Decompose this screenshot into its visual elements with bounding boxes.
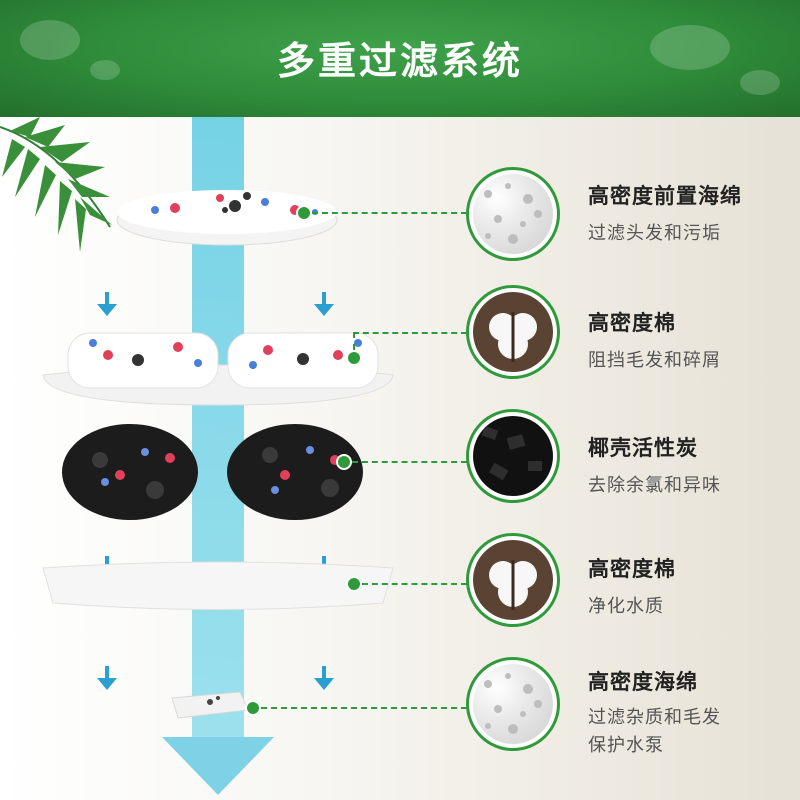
- connector-dot: [245, 700, 261, 716]
- connector-line: [353, 332, 467, 334]
- feature-title: 高密度前置海绵: [588, 184, 742, 208]
- feature-title: 高密度棉: [588, 557, 676, 581]
- feature-label-cotton-2: 高密度棉 净化水质: [588, 553, 676, 621]
- connector-dot: [346, 350, 362, 366]
- feature-desc: 去除余氯和异味: [588, 475, 721, 496]
- water-splash-decoration: [740, 70, 780, 95]
- cotton-boll-icon: [466, 533, 560, 627]
- charcoal-layer: [62, 424, 363, 520]
- feature-label-cotton-1: 高密度棉 阻挡毛发和碎屑: [588, 307, 721, 375]
- cotton-boll-icon: [466, 285, 560, 379]
- feature-title: 高密度海绵: [588, 670, 698, 694]
- water-splash-decoration: [20, 20, 80, 60]
- water-splash-decoration: [650, 25, 730, 70]
- sponge-texture-icon: [466, 167, 560, 261]
- sponge-texture-icon: [466, 657, 560, 751]
- feature-label-sponge: 高密度海绵 过滤杂质和毛发 保护水泵: [588, 666, 721, 760]
- down-arrow-icon: [314, 666, 334, 690]
- down-arrow-icon: [314, 292, 334, 316]
- feature-desc: 净化水质: [588, 596, 664, 617]
- connector-line: [312, 212, 467, 214]
- connector-line: [353, 332, 355, 350]
- connector-dot: [296, 205, 312, 221]
- cotton-sheet-layer: [42, 561, 394, 610]
- feature-desc: 过滤头发和污垢: [588, 223, 721, 244]
- water-splash-decoration: [90, 60, 120, 80]
- feature-title: 椰壳活性炭: [588, 436, 698, 460]
- feature-title: 高密度棉: [588, 311, 676, 335]
- connector-dot: [336, 454, 352, 470]
- feature-desc-line2: 保护水泵: [588, 735, 664, 756]
- down-arrow-icon: [97, 666, 117, 690]
- small-sponge-layer: [171, 691, 249, 719]
- cotton-pad-layer: [42, 332, 394, 406]
- feature-label-charcoal: 椰壳活性炭 去除余氯和异味: [588, 432, 721, 500]
- charcoal-granules-icon: [466, 409, 560, 503]
- connector-line: [261, 707, 467, 709]
- connector-line: [352, 461, 467, 463]
- header-banner: 多重过滤系统: [0, 0, 800, 117]
- connector-dot: [346, 576, 362, 592]
- page-title: 多重过滤系统: [276, 39, 523, 83]
- feature-desc: 过滤杂质和毛发: [588, 707, 721, 728]
- water-flow-arrow-head: [162, 737, 274, 795]
- connector-line: [362, 583, 467, 585]
- front-sponge-layer: [116, 190, 338, 246]
- down-arrow-icon: [97, 292, 117, 316]
- feature-label-front-sponge: 高密度前置海绵 过滤头发和污垢: [588, 180, 742, 248]
- feature-desc: 阻挡毛发和碎屑: [588, 350, 721, 371]
- palm-leaf-decoration: [0, 117, 112, 252]
